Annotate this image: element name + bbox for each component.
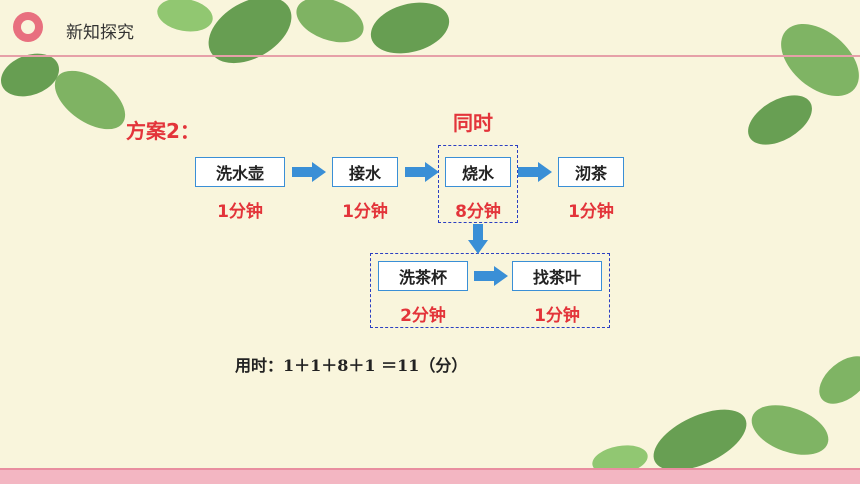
plan-label: 方案2： xyxy=(126,119,200,143)
footer-divider xyxy=(0,468,860,470)
logo-icon xyxy=(13,12,43,42)
step-duration-wash-kettle: 1分钟 xyxy=(217,202,263,222)
simultaneous-group-bottom xyxy=(370,253,610,328)
arrow-right-icon xyxy=(474,266,508,286)
arrow-right-icon xyxy=(405,162,439,182)
step-box-boil-water: 烧水 xyxy=(445,157,511,187)
footer-bar xyxy=(0,468,860,484)
step-duration-fetch-water: 1分钟 xyxy=(342,202,388,222)
step-box-find-tea-leaves: 找茶叶 xyxy=(512,261,602,291)
step-box-fetch-water: 接水 xyxy=(332,157,398,187)
header-divider xyxy=(0,55,860,57)
arrow-down-icon xyxy=(468,224,488,254)
simultaneous-label: 同时 xyxy=(453,111,493,135)
step-duration-boil-water: 8分钟 xyxy=(455,202,501,222)
step-box-wash-cups: 洗茶杯 xyxy=(378,261,468,291)
arrow-right-icon xyxy=(518,162,552,182)
step-box-wash-kettle: 洗水壶 xyxy=(195,157,285,187)
page-title: 新知探究 xyxy=(66,23,134,43)
arrow-right-icon xyxy=(292,162,326,182)
step-duration-find-tea-leaves: 1分钟 xyxy=(534,306,580,326)
step-box-brew-tea: 沏茶 xyxy=(558,157,624,187)
step-duration-brew-tea: 1分钟 xyxy=(568,202,614,222)
simultaneous-group-top xyxy=(438,145,518,223)
step-duration-wash-cups: 2分钟 xyxy=(400,306,446,326)
time-formula: 用时：1＋1＋8＋1 ＝11（分） xyxy=(235,356,468,375)
